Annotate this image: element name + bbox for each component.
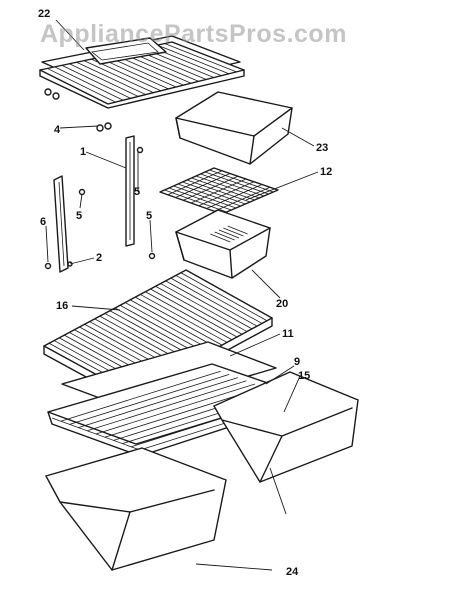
wire-line <box>135 296 223 346</box>
wire-line <box>198 181 255 207</box>
wire-line <box>145 291 233 341</box>
wire-grid-12 <box>159 167 279 215</box>
bin-23 <box>175 91 293 165</box>
wire-line <box>69 63 139 97</box>
crisper-drawer-left <box>45 447 227 571</box>
wire-line <box>165 280 253 330</box>
callout-12: 12 <box>320 166 333 178</box>
callout-2: 2 <box>96 252 103 264</box>
wire-line <box>83 60 154 94</box>
callout-5-left: 5 <box>76 210 83 222</box>
callout-1: 1 <box>80 146 87 158</box>
wire-line <box>78 377 238 428</box>
bin-20 <box>175 209 271 279</box>
wire-line <box>210 233 231 243</box>
wire-line <box>61 64 131 99</box>
callout-leaders <box>45 19 319 571</box>
wire-line <box>167 170 223 196</box>
wire-line <box>214 231 235 241</box>
wire-line <box>76 61 146 95</box>
callout-20: 20 <box>276 298 289 310</box>
wire-line <box>160 283 248 332</box>
callout-9: 9 <box>294 356 301 368</box>
wire-line <box>206 184 263 209</box>
wire-line <box>157 44 230 75</box>
wire-line <box>183 175 239 201</box>
wire-line <box>60 370 221 422</box>
wire-line <box>227 225 248 235</box>
wire-line <box>87 380 247 432</box>
wire-line <box>140 294 228 343</box>
watermark-text: AppliancePartsPros.com <box>40 20 347 48</box>
callout-23: 23 <box>316 142 329 154</box>
wire-line <box>95 383 256 435</box>
callout-24: 24 <box>286 566 299 578</box>
wire-line <box>155 285 243 335</box>
wire-line <box>130 299 218 349</box>
wire-line <box>150 288 238 338</box>
callout-5-rail: 5 <box>134 186 141 198</box>
callout-5-lower: 5 <box>146 210 153 222</box>
wire-line <box>175 173 231 198</box>
shelf-support-clips <box>44 88 112 132</box>
callout-15: 15 <box>298 370 311 382</box>
callout-6: 6 <box>40 216 47 228</box>
wire-line <box>124 302 213 351</box>
wire-line <box>190 178 247 204</box>
wire-line <box>223 227 244 237</box>
crisper-drawer-right <box>213 371 359 483</box>
vertical-rail-2 <box>44 175 86 273</box>
wire-line <box>175 275 263 324</box>
callout-22: 22 <box>38 8 51 20</box>
wire-line <box>214 186 271 212</box>
wire-line <box>164 43 237 73</box>
callout-4: 4 <box>54 124 61 136</box>
wire-line <box>180 272 268 322</box>
wire-line <box>54 66 124 101</box>
wire-line <box>69 374 230 425</box>
callout-11: 11 <box>282 328 294 340</box>
wire-line <box>170 277 258 327</box>
wire-line <box>91 58 162 92</box>
vertical-rail-1 <box>125 135 156 260</box>
callout-16: 16 <box>56 300 69 312</box>
wire-line <box>119 304 208 354</box>
wire-line <box>47 68 116 103</box>
wire-line <box>218 229 240 239</box>
top-wire-shelf <box>39 35 245 109</box>
